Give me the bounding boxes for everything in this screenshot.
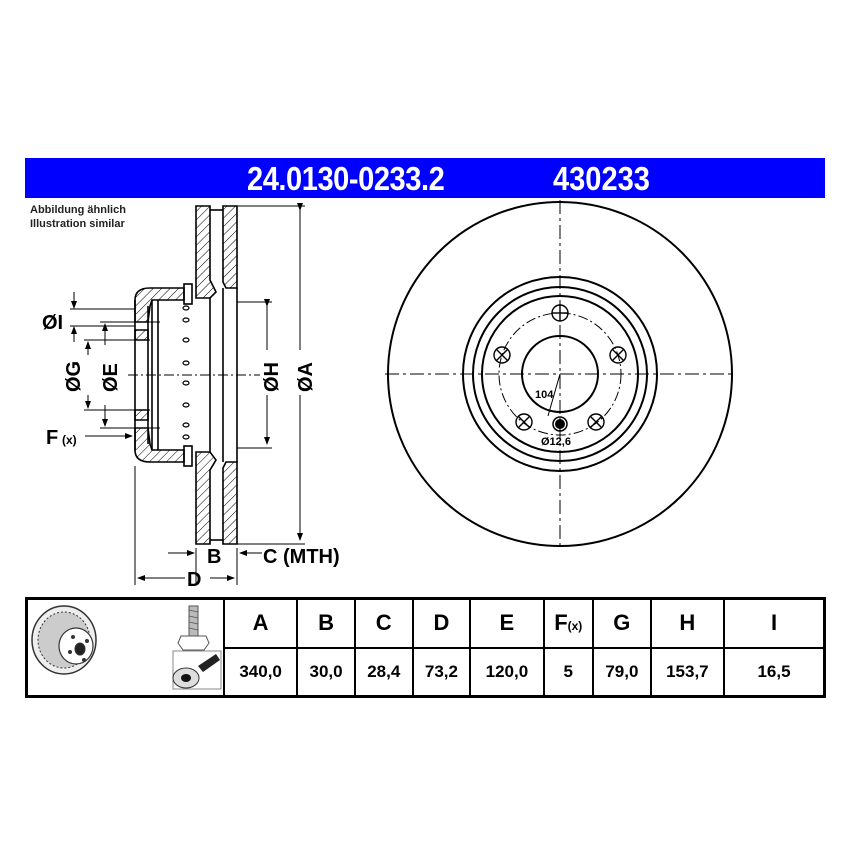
label-F-sub: (x)	[62, 433, 77, 447]
value-A: 340,0	[222, 646, 299, 698]
header-A: A	[222, 597, 299, 649]
label-F: F	[46, 427, 58, 449]
side-section-view	[70, 203, 305, 585]
label-dia-A: ØA	[295, 362, 317, 392]
icons-cell	[25, 597, 225, 698]
header-F: F(x)	[542, 597, 595, 649]
technical-drawing: ØI ØG ØE F (x) ØH ØA B C (MTH) D 104 Ø12…	[42, 200, 735, 591]
label-dia-H: ØH	[261, 362, 283, 392]
value-F: 5	[542, 646, 595, 698]
note-english: Illustration similar	[30, 218, 125, 230]
pcd-label: 104	[535, 389, 554, 401]
header-C: C	[353, 597, 414, 649]
table-header-row: A B C D E F(x) G H I	[25, 597, 826, 698]
label-D: D	[187, 569, 201, 591]
label-dia-E: ØE	[100, 363, 122, 392]
value-C: 28,4	[353, 646, 414, 698]
value-G: 79,0	[592, 646, 652, 698]
bolt-icon	[177, 605, 210, 651]
note-german: Abbildung ähnlich	[30, 204, 126, 216]
header-D: D	[411, 597, 472, 649]
screw-tool-icon	[172, 650, 222, 690]
article-code: 430233	[553, 160, 650, 197]
value-B: 30,0	[296, 646, 356, 698]
dimensions-table: A B C D E F(x) G H I 340,0 30,0 28,4 73,…	[25, 597, 826, 698]
header-G: G	[592, 597, 652, 649]
front-view	[385, 200, 735, 550]
illustration-note: Abbildung ähnlich Illustration similar	[30, 203, 126, 231]
table-values-row: 340,0 30,0 28,4 73,2 120,0 5 79,0 153,7 …	[27, 646, 826, 698]
hole-diameter-label: Ø12,6	[541, 436, 571, 448]
value-D: 73,2	[411, 646, 472, 698]
brake-disc-icon	[31, 605, 97, 675]
header-banner: 24.0130-0233.2 430233	[25, 158, 825, 198]
value-E: 120,0	[469, 646, 545, 698]
label-dia-I: ØI	[42, 312, 63, 334]
header-I: I	[723, 597, 826, 649]
label-B: B	[207, 546, 221, 568]
label-C-MTH: C (MTH)	[263, 546, 340, 568]
value-I: 16,5	[723, 646, 826, 698]
header-E: E	[469, 597, 545, 649]
label-dia-G: ØG	[63, 361, 85, 392]
header-H: H	[649, 597, 726, 649]
value-H: 153,7	[649, 646, 726, 698]
header-B: B	[296, 597, 356, 649]
part-number: 24.0130-0233.2	[247, 160, 445, 197]
